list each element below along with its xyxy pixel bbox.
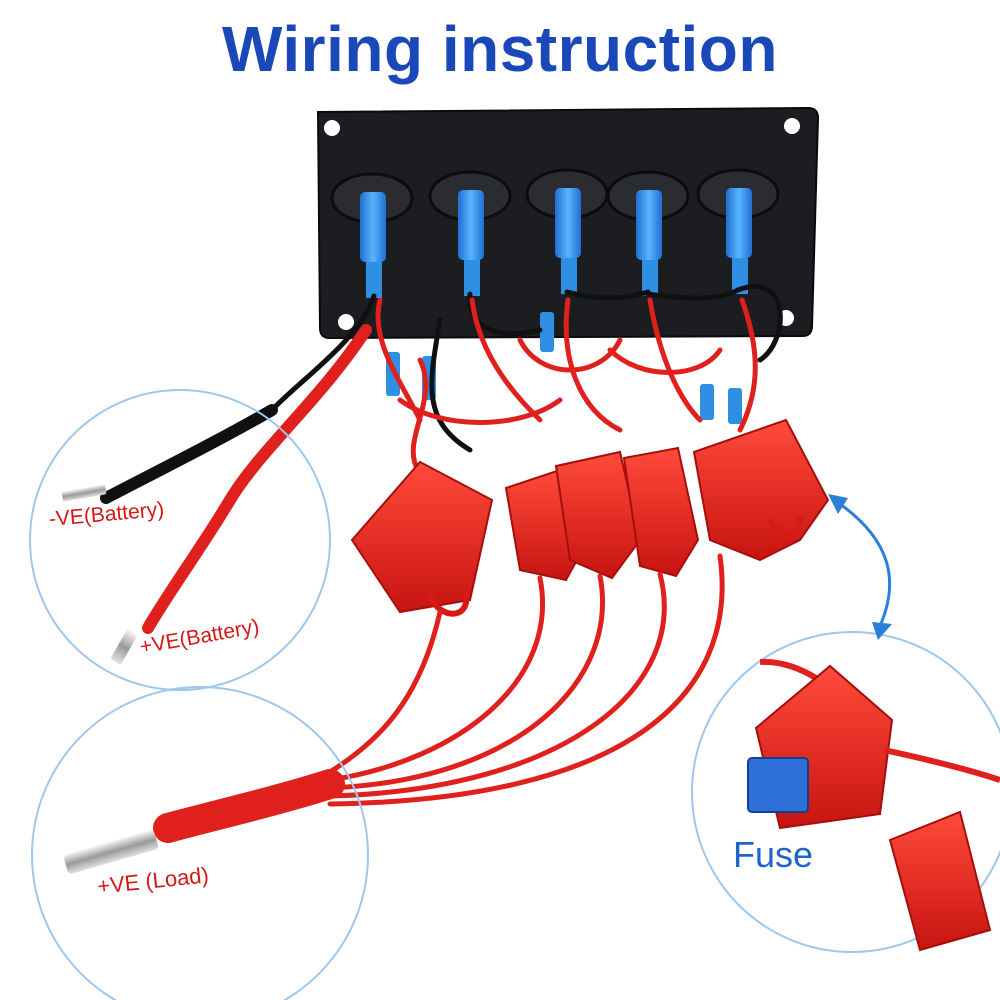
mount-hole — [338, 314, 354, 330]
fuse-holder — [554, 450, 642, 580]
callout-arrow — [828, 494, 892, 640]
load-wire-bundle — [64, 769, 345, 874]
mount-hole — [324, 120, 340, 136]
callout-circle-fuse — [691, 631, 1000, 953]
rocker-switch — [330, 172, 414, 298]
rocker-switch — [525, 168, 609, 294]
mount-hole — [784, 118, 800, 134]
fuse-holder — [622, 446, 700, 578]
rocker-switch — [606, 170, 690, 296]
callout-circle-load — [31, 686, 369, 1000]
callout-circle-battery — [29, 389, 331, 691]
load-wires — [327, 553, 725, 807]
red-jumper-wires — [375, 297, 758, 473]
battery-terminal-positive — [111, 630, 137, 664]
rocker-switch — [696, 168, 780, 294]
page-title: Wiring instruction — [222, 13, 778, 85]
battery-wires — [100, 324, 372, 634]
fuse-holder — [692, 418, 830, 562]
fuse-closeup — [747, 658, 1000, 952]
label-fuse: Fuse — [733, 834, 814, 875]
fuse-holder — [350, 460, 494, 617]
rocker-switch — [428, 170, 512, 296]
battery-terminal-negative — [61, 484, 107, 502]
